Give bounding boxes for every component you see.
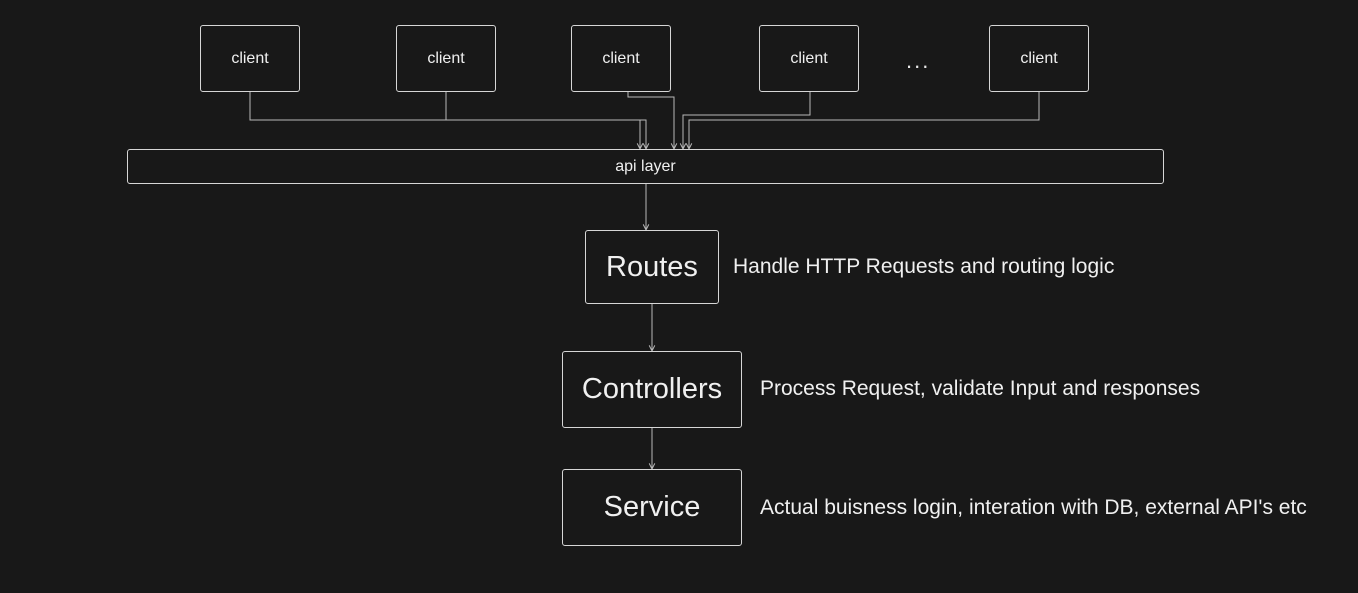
routes-label: Routes [606,250,698,283]
client-label: client [1020,49,1058,67]
client-1-to-api-connector [249,92,640,149]
client-box: client [396,25,496,92]
client-2-to-api-connector [445,92,646,149]
client-box: client [571,25,671,92]
service-box: Service [562,469,742,546]
client-label: client [427,49,465,67]
api-layer-label: api layer [615,157,676,175]
client-box: client [200,25,300,92]
service-description: Actual buisness login, interation with D… [760,496,1307,519]
client-label: client [790,49,828,67]
routes-box: Routes [585,230,719,304]
client-3-to-api-connector [627,92,674,149]
client-5-to-api-connector [689,92,1040,149]
client-box: client [989,25,1089,92]
service-label: Service [603,491,701,523]
routes-description: Handle HTTP Requests and routing logic [733,255,1115,278]
client-box: client [759,25,859,92]
controllers-description: Process Request, validate Input and resp… [760,377,1201,400]
controllers-label: Controllers [581,373,723,405]
client-label: client [231,49,269,67]
controllers-box: Controllers [562,351,742,428]
api-layer-box: api layer [127,149,1164,184]
client-4-to-api-connector [683,92,811,149]
client-label: client [602,49,640,67]
more-clients-ellipsis: ... [906,48,931,73]
